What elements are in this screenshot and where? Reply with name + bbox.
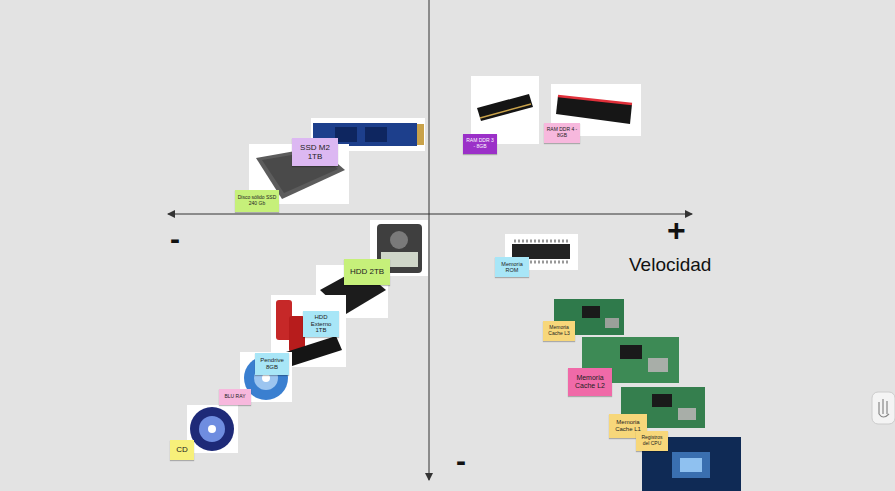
note-text: Memoria Cache L2 [570, 374, 610, 390]
pendrive [286, 336, 342, 366]
y-axis [429, 0, 430, 480]
board-chip [582, 306, 600, 318]
hand-tool-button [872, 392, 895, 424]
photo-frame [187, 405, 238, 453]
chip-pins [514, 240, 568, 243]
axis-sign: + [667, 214, 686, 246]
board-chip [620, 345, 642, 359]
hdd-platter [390, 231, 408, 249]
note-text: HDD 2TB [350, 267, 384, 276]
board-chip [648, 358, 668, 372]
sticky-note: HDD Externo 1TB [303, 311, 339, 337]
ram-pins [480, 104, 531, 118]
axis-title: Velocidad [629, 255, 711, 274]
ram-stick [556, 96, 632, 124]
note-text: Pendrive 8GB [257, 357, 287, 371]
m2-connector [417, 124, 424, 145]
ram-stick [477, 94, 533, 121]
board-chip [678, 408, 696, 420]
note-text: RAM DDR 4 - 8GB [546, 127, 578, 139]
sticky-note: Memoria Cache L3 [543, 321, 575, 341]
note-text: Disco sólido SSD 240 Gb [237, 195, 277, 207]
sticky-note: Memoria Cache L2 [568, 368, 612, 396]
rgb-strip [558, 96, 632, 104]
sticky-note: Disco sólido SSD 240 Gb [235, 190, 279, 212]
x-axis [168, 214, 692, 215]
hand-icon [879, 399, 889, 417]
cpu-die [672, 452, 710, 478]
note-text: HDD Externo 1TB [305, 314, 337, 335]
note-text: SSD M2 1TB [294, 143, 336, 161]
disc-hole [262, 374, 270, 382]
sticky-note: Memoria ROM [495, 257, 529, 277]
disc-hole [208, 425, 216, 433]
note-text: Memoria ROM [497, 261, 527, 274]
sticky-note: RAM DDR 3 - 8GB [463, 134, 497, 154]
note-text: Registros del CPU [638, 435, 666, 447]
cpu-die [680, 458, 702, 472]
note-text: BLU RAY [224, 394, 245, 400]
cd-disc [190, 407, 234, 451]
sticky-note: HDD 2TB [344, 259, 390, 285]
sticky-note: SSD M2 1TB [292, 138, 338, 166]
m2-chip [335, 127, 357, 142]
board-chip [652, 394, 672, 407]
sticky-note: CD [170, 440, 194, 460]
cd-disc [199, 416, 225, 442]
sticky-note: BLU RAY [219, 389, 251, 405]
note-text: CD [176, 445, 188, 454]
axis-sign: - [456, 446, 466, 476]
axis-sign: - [170, 224, 180, 254]
sticky-note: Pendrive 8GB [255, 353, 289, 375]
board-chip [605, 318, 619, 328]
sticky-note: Registros del CPU [636, 431, 668, 451]
m2-chip [365, 127, 387, 142]
sticky-note: RAM DDR 4 - 8GB [544, 123, 580, 143]
note-text: RAM DDR 3 - 8GB [465, 138, 495, 150]
note-text: Memoria Cache L3 [545, 325, 573, 337]
